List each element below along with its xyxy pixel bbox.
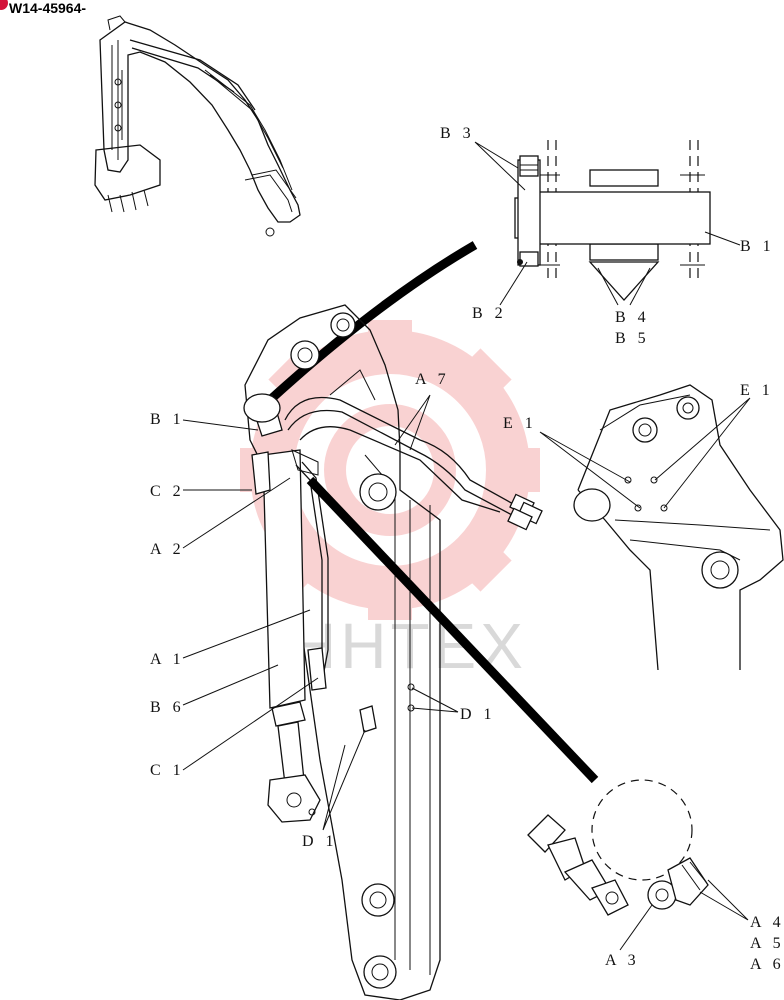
hose-lines (243, 393, 543, 691)
label-a5: A 5 (750, 935, 784, 952)
label-b5: B 5 (615, 330, 650, 347)
label-a3: A 3 (605, 952, 640, 969)
doc-marker-dot (0, 0, 8, 10)
label-d1-right: D 1 (460, 706, 496, 723)
watermark-text: HHTEX (290, 610, 527, 682)
pin-detail (514, 140, 711, 301)
detail-pointer-top (266, 241, 478, 404)
excavator-overview (94, 15, 301, 237)
label-b3: B 3 (440, 125, 475, 142)
label-a2: A 2 (150, 541, 185, 558)
label-a7: A 7 (415, 371, 450, 388)
document-id: W14-45964- (9, 0, 87, 16)
label-b4: B 4 (615, 309, 650, 326)
arm-top-detail (573, 384, 784, 671)
part-labels: B 3 B 1 B 2 B 4 B 5 B 1 C 2 A 2 A 1 B 6 … (150, 125, 784, 973)
arm-cylinder (262, 449, 321, 823)
label-c2: C 2 (150, 483, 185, 500)
label-b2: B 2 (472, 305, 507, 322)
label-b1-pin: B 1 (740, 238, 775, 255)
label-a6: A 6 (750, 956, 784, 973)
label-b6: B 6 (150, 699, 185, 716)
label-d1-bottom: D 1 (302, 833, 338, 850)
label-c1: C 1 (150, 762, 185, 779)
label-a4: A 4 (750, 914, 784, 931)
detail-pointer-bottom (306, 476, 599, 784)
fitting-detail (527, 779, 709, 916)
label-a1: A 1 (150, 651, 185, 668)
label-e1-right: E 1 (740, 382, 774, 399)
arm-assembly (244, 304, 441, 1000)
leader-lines (182, 141, 751, 951)
label-b1-main: B 1 (150, 411, 185, 428)
label-e1-left: E 1 (503, 415, 537, 432)
